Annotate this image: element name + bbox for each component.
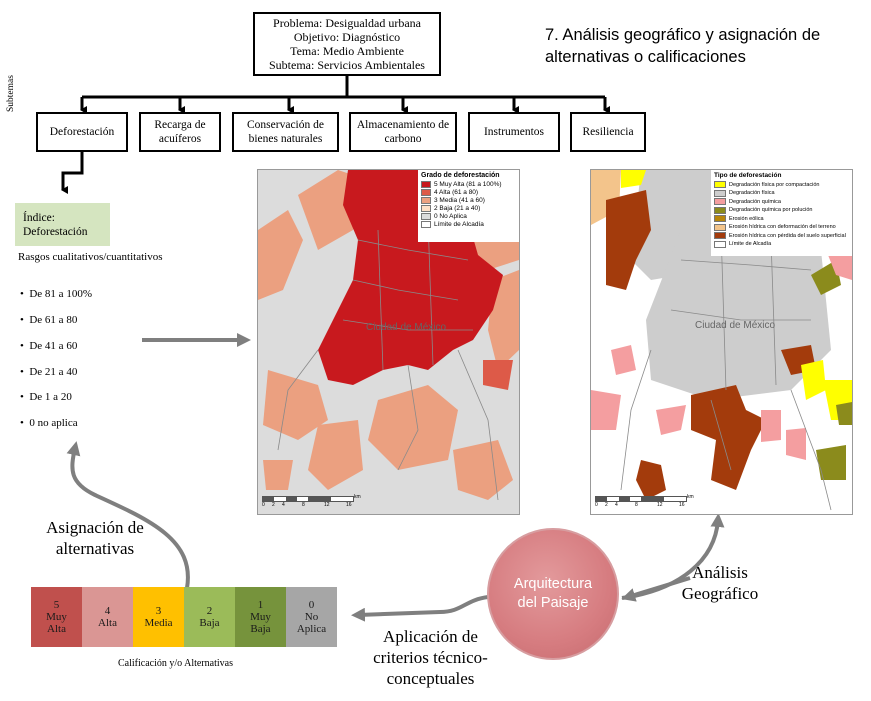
map2-legend-item: Degradación física <box>714 189 849 197</box>
circle-line1: Arquitectura <box>513 576 593 592</box>
header-objetivo: Objetivo: Diagnóstico <box>293 30 401 44</box>
map2-legend: Tipo de deforestación Degradación física… <box>711 170 852 256</box>
map2-city-label: Ciudad de México <box>695 320 776 331</box>
rasgo-item: • De 61 a 80 <box>20 314 78 326</box>
asignacion-label: Asignación de alternativas <box>46 518 144 558</box>
subtema-recarga-acuiferos: Recarga de acuíferos <box>139 112 221 152</box>
tree-connectors <box>61 76 610 194</box>
map1-legend: Grado de deforestación 5 Muy Alta (81 a … <box>418 170 519 242</box>
analisis-label: Análisis Geográfico <box>681 563 759 603</box>
map-deforestacion-grado: Grado de deforestación 5 Muy Alta (81 a … <box>257 169 520 515</box>
header-tema: Tema: Medio Ambiente <box>290 44 404 58</box>
rasgos-label: Rasgos cualitativos/cuantitativos <box>18 251 163 263</box>
subtema-resiliencia: Resiliencia <box>570 112 646 152</box>
map2-legend-item: Degradación física por compactación <box>714 181 849 188</box>
map1-scale: 0 2 4 8 12 16 km <box>262 494 361 508</box>
indice-label: Índice: <box>23 212 55 224</box>
rasgo-item: • De 81 a 100% <box>20 288 92 300</box>
arrow-to-ratings <box>351 595 489 622</box>
indice-value: Deforestación <box>23 226 88 238</box>
rasgo-item: • 0 no aplica <box>20 417 78 429</box>
map2-scale: 0 2 4 8 12 16 km <box>595 494 694 508</box>
diagram-title: 7. Análisis geográfico y asignación de a… <box>545 26 821 66</box>
map2-legend-item: Erosión hídrica con pérdida del suelo su… <box>714 232 849 239</box>
ratings-caption: Calificación y/o Alternativas <box>118 658 233 669</box>
arrow-to-circle <box>621 576 691 602</box>
arrow-up-to-list <box>66 441 190 589</box>
map1-legend-item: 2 Baja (21 a 40) <box>421 205 516 212</box>
map2-legend-item: Erosión hídrica con deformación del terr… <box>714 223 849 231</box>
subtema-carbono: Almacenamiento de carbono <box>349 112 457 152</box>
header-subtema: Subtema: Servicios Ambientales <box>269 58 425 72</box>
map2-legend-item: Límite de Alcadía <box>714 240 849 248</box>
rasgo-item: • De 41 a 60 <box>20 340 78 352</box>
map2-legend-item: Erosión eólica <box>714 215 849 222</box>
subtema-deforestacion: Deforestación <box>36 112 128 152</box>
map1-legend-item: 0 No Aplica <box>421 213 516 220</box>
arquitectura-paisaje-circle: Arquitectura del Paisaje <box>487 528 619 660</box>
map1-legend-item: 3 Media (41 a 60) <box>421 197 516 204</box>
aplicacion-label: Aplicación de criterios técnico-conceptu… <box>373 627 488 688</box>
circle-line2: del Paisaje <box>517 595 589 611</box>
map1-legend-item: 4 Alta (61 a 80) <box>421 189 516 196</box>
map1-legend-item: 5 Muy Alta (81 a 100%) <box>421 181 516 188</box>
header-problema: Problema: Desigualdad urbana <box>273 16 421 30</box>
subtema-instrumentos: Instrumentos <box>468 112 560 152</box>
subtema-conservacion: Conservación de bienes naturales <box>232 112 339 152</box>
map1-legend-title: Grado de deforestación <box>421 172 500 179</box>
map2-legend-title: Tipo de deforestación <box>714 172 782 179</box>
map2-legend-item: Degradación química <box>714 198 849 205</box>
map2-legend-item: Degradación química por polución <box>714 206 849 214</box>
map1-legend-item: Límite de Alcadía <box>421 221 516 228</box>
indice-box: Índice: Deforestación <box>15 203 110 246</box>
map1-city-label: Ciudad de México <box>366 322 447 333</box>
map-deforestacion-tipo: Tipo de deforestación Degradación física… <box>590 169 853 515</box>
rasgo-item: • De 21 a 40 <box>20 366 78 378</box>
header-box: Problema: Desigualdad urbana Objetivo: D… <box>253 12 441 76</box>
rasgo-item: • De 1 a 20 <box>20 391 72 403</box>
